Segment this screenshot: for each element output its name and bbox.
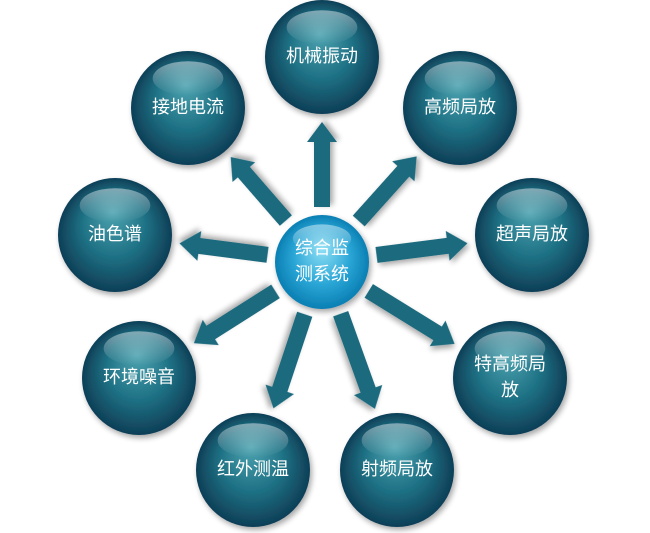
arrow-hf-partial-discharge: [352, 156, 417, 227]
node-mechanical-vibration: [265, 0, 379, 114]
arrow-uhf-partial-discharge: [364, 284, 455, 347]
arrow-environmental-noise: [193, 284, 280, 346]
arrow-grounding-current: [230, 157, 292, 226]
node-grounding-current: [131, 51, 245, 165]
center-node: [275, 215, 369, 309]
node-rf-partial-discharge: [340, 413, 454, 527]
node-hf-partial-discharge: [403, 51, 517, 165]
arrow-infrared-temperature: [265, 311, 313, 409]
arrows-layer: [179, 122, 468, 409]
node-infrared-temperature: [196, 413, 310, 527]
node-oil-chromatography: [58, 178, 172, 292]
node-ultrasonic-partial-discharge: [475, 178, 589, 292]
arrow-rf-partial-discharge: [333, 311, 383, 409]
node-environmental-noise: [82, 321, 196, 435]
node-uhf-partial-discharge: [453, 321, 567, 435]
nodes-layer: [58, 0, 589, 527]
arrow-mechanical-vibration: [307, 122, 337, 207]
arrow-ultrasonic-partial-discharge: [375, 230, 468, 263]
arrow-oil-chromatography: [179, 231, 269, 263]
